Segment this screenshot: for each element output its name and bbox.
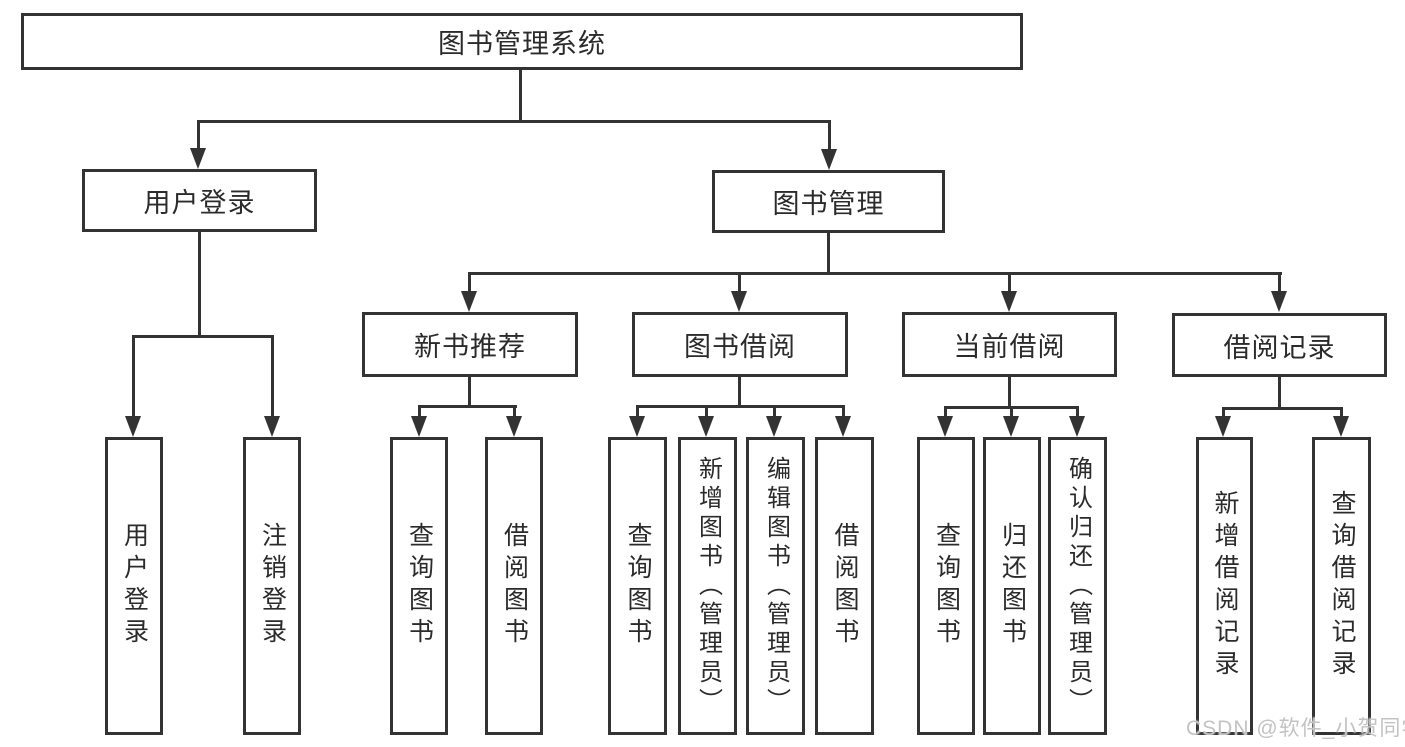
node-label: 新书推荐 <box>414 332 526 362</box>
leaf-confirm-return-admin: 确认归还（管理员） <box>1048 437 1107 735</box>
node-label: 当前借阅 <box>953 332 1066 362</box>
leaf-label: 确认归还（管理员） <box>1064 455 1092 717</box>
leaf-edit-books-admin: 编辑图书（管理员） <box>746 437 805 735</box>
node-label: 借阅记录 <box>1223 332 1336 363</box>
connector-drop-login-leaf <box>132 335 135 417</box>
leaf-logout: 注销登录 <box>243 437 301 735</box>
arrow-down-icon <box>629 416 645 437</box>
arrow-down-icon <box>1333 416 1349 437</box>
connector-drop-logout-leaf <box>271 335 274 417</box>
arrow-down-icon <box>506 416 522 437</box>
node-label: 用户登录 <box>143 188 256 218</box>
connector-user-login-stem <box>198 232 201 335</box>
node-label: 图书管理 <box>772 189 885 219</box>
connector-drop-new-book <box>468 272 471 292</box>
arrow-down-icon <box>766 416 782 437</box>
arrow-down-icon <box>821 149 837 170</box>
leaf-label: 借阅图书 <box>500 522 529 650</box>
arrow-down-icon <box>1215 416 1231 437</box>
connector-current-borrow-stem <box>1008 377 1011 406</box>
connector-level1-rail <box>197 120 831 123</box>
leaf-query-borrow-record: 查询借阅记录 <box>1312 437 1371 735</box>
connector-book-borrow-stem <box>738 377 741 405</box>
arrow-down-icon <box>835 416 851 437</box>
arrow-down-icon <box>461 291 477 312</box>
csdn-watermark: CSDN @软件_小贺同学 <box>1186 717 1405 740</box>
leaf-label: 用户登录 <box>120 522 149 650</box>
connector-level2-rail <box>468 272 1282 275</box>
arrow-down-icon <box>1001 291 1017 312</box>
connector-drop-book-borrow <box>738 272 741 292</box>
leaf-label: 编辑图书（管理员） <box>762 455 790 717</box>
leaf-label: 注销登录 <box>258 522 287 650</box>
connector-drop-current-borrow <box>1008 272 1011 292</box>
leaf-label: 归还图书 <box>998 522 1027 650</box>
node-book-borrow: 图书借阅 <box>632 312 848 377</box>
connector-new-book-rail <box>418 405 517 408</box>
arrow-down-icon <box>264 416 280 437</box>
node-new-book-recommend: 新书推荐 <box>362 312 578 377</box>
arrow-down-icon <box>1069 416 1085 437</box>
connector-drop-leaf <box>418 405 421 417</box>
connector-borrow-record-stem <box>1278 377 1281 407</box>
arrow-down-icon <box>1003 416 1019 437</box>
connector-drop-leaf <box>842 405 845 417</box>
node-user-login: 用户登录 <box>82 169 317 232</box>
leaf-label: 查询图书 <box>405 522 434 650</box>
leaf-query-books-borrow: 查询图书 <box>608 437 667 735</box>
arrow-down-icon <box>698 416 714 437</box>
connector-drop-book-management <box>828 120 831 150</box>
connector-book-borrow-rail <box>636 405 845 408</box>
leaf-label: 借阅图书 <box>831 522 859 650</box>
connector-drop-leaf <box>1222 407 1225 417</box>
node-borrow-record: 借阅记录 <box>1172 313 1387 377</box>
connector-drop-leaf <box>944 406 947 417</box>
leaf-query-books-current: 查询图书 <box>917 437 975 735</box>
connector-drop-user-login <box>197 120 200 150</box>
arrow-down-icon <box>125 416 141 437</box>
connector-user-login-rail <box>132 335 274 338</box>
arrow-down-icon <box>1271 291 1287 312</box>
node-book-management: 图书管理 <box>712 170 945 233</box>
leaf-query-books-recommend: 查询图书 <box>390 437 448 735</box>
connector-drop-borrow-record <box>1278 272 1281 292</box>
node-library-management-system: 图书管理系统 <box>21 13 1023 70</box>
leaf-borrow-books-recommend: 借阅图书 <box>485 437 543 735</box>
connector-drop-leaf <box>705 405 708 417</box>
connector-drop-leaf <box>773 405 776 417</box>
leaf-label: 新增借阅记录 <box>1211 490 1239 682</box>
arrow-down-icon <box>411 416 427 437</box>
connector-new-book-stem <box>468 377 471 405</box>
leaf-label: 查询借阅记录 <box>1328 490 1356 682</box>
node-label: 图书借阅 <box>684 332 796 362</box>
leaf-return-books: 归还图书 <box>983 437 1041 735</box>
arrow-down-icon <box>937 416 953 437</box>
leaf-add-books-admin: 新增图书（管理员） <box>678 437 737 735</box>
node-current-borrow: 当前借阅 <box>902 312 1117 377</box>
arrow-down-icon <box>731 291 747 312</box>
leaf-label: 新增图书（管理员） <box>694 455 722 717</box>
connector-book-management-stem <box>827 233 830 272</box>
connector-drop-leaf <box>1076 406 1079 417</box>
connector-drop-leaf <box>1010 406 1013 417</box>
leaf-add-borrow-record: 新增借阅记录 <box>1196 437 1253 735</box>
arrow-down-icon <box>190 148 206 169</box>
node-label: 图书管理系统 <box>438 29 606 59</box>
leaf-label: 查询图书 <box>624 522 652 650</box>
connector-borrow-record-rail <box>1222 407 1343 410</box>
connector-drop-leaf <box>1340 407 1343 417</box>
connector-root-stem <box>519 70 522 120</box>
leaf-label: 查询图书 <box>932 522 961 650</box>
connector-drop-leaf <box>513 405 516 417</box>
leaf-user-login: 用户登录 <box>105 437 163 735</box>
connector-drop-leaf <box>636 405 639 417</box>
leaf-borrow-books: 借阅图书 <box>815 437 874 735</box>
